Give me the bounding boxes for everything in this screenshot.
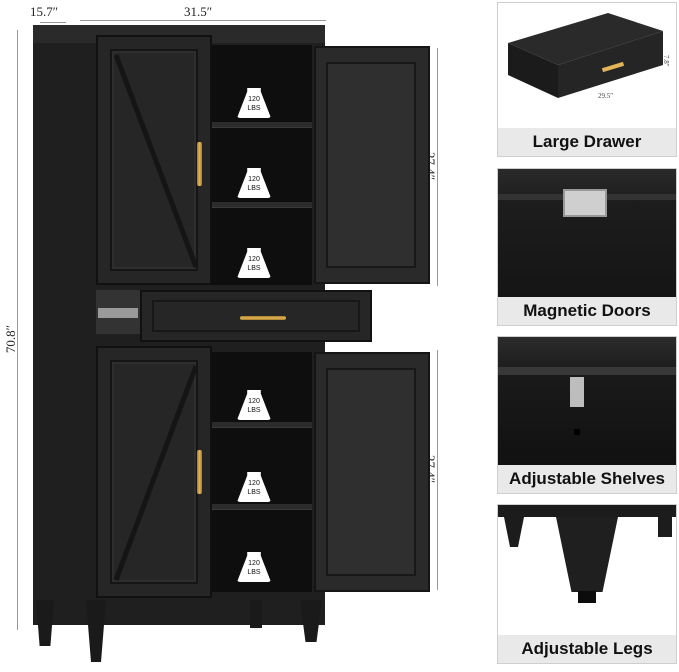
upper-dimension-line	[437, 48, 438, 286]
feature-magnetic-doors: Magnetic Doors	[497, 168, 677, 326]
feature-adjustable-shelves: Adjustable Shelves	[497, 336, 677, 494]
svg-text:29.5″: 29.5″	[598, 92, 613, 100]
feature-label: Adjustable Legs	[498, 635, 676, 663]
drawer-slide	[98, 308, 138, 318]
height-dimension-line	[17, 30, 18, 630]
barn-brace	[113, 54, 199, 268]
door-panel	[326, 62, 416, 268]
feature-label: Adjustable Shelves	[498, 465, 676, 493]
width-dimension-line	[80, 20, 326, 21]
depth-dimension: 15.7″	[30, 4, 59, 19]
feature-label: Magnetic Doors	[498, 297, 676, 325]
door-panel	[326, 368, 416, 576]
upper-shelf-2	[212, 202, 312, 208]
upper-right-door-open	[314, 46, 430, 284]
drawer-handle	[240, 316, 286, 320]
drawer-drawing: 29.5″ 7.8″	[508, 13, 670, 100]
leg-right	[658, 517, 672, 537]
magnet-catch	[563, 189, 607, 217]
feature-label: Large Drawer	[498, 128, 676, 156]
lower-shelf-2	[212, 504, 312, 510]
upper-left-door	[96, 35, 212, 285]
door-panel	[110, 49, 199, 271]
upper-shelf-1	[212, 122, 312, 128]
lower-shelf-1	[212, 422, 312, 428]
barn-brace	[113, 365, 199, 581]
shelf-bracket-photo	[498, 337, 676, 465]
drawer-front	[140, 290, 372, 342]
lower-door-handle	[197, 450, 202, 494]
feature-adjustable-legs: Adjustable Legs	[497, 504, 677, 664]
width-dimension: 31.5″	[184, 4, 213, 19]
door-panel	[110, 360, 199, 584]
shelf-bracket	[570, 377, 584, 407]
feature-large-drawer: 29.5″ 7.8″ Large Drawer	[497, 2, 677, 157]
cabinet-leg	[36, 600, 54, 646]
cabinet-base	[498, 505, 676, 517]
cabinet-leg	[86, 600, 106, 662]
cabinet-leg	[250, 600, 262, 628]
lower-interior	[212, 352, 312, 592]
svg-text:7.8″: 7.8″	[662, 55, 670, 67]
shelf-peg-hole	[574, 429, 580, 435]
lower-left-door	[96, 346, 212, 598]
leg-left	[504, 517, 524, 547]
drawer-illustration: 29.5″ 7.8″	[498, 3, 676, 128]
magnetic-door-photo	[498, 169, 676, 297]
shelf-edge	[498, 367, 676, 375]
depth-dimension-line	[40, 22, 66, 23]
lower-right-door-open	[314, 352, 430, 592]
cabinet-leg	[300, 600, 322, 642]
upper-interior	[212, 45, 312, 285]
upper-door-handle	[197, 142, 202, 186]
lower-dimension-line	[437, 350, 438, 590]
leg-center	[556, 517, 618, 592]
drawer-panel	[152, 300, 360, 332]
leveling-foot	[578, 591, 596, 603]
leg-photo	[498, 505, 676, 635]
height-dimension: 70.8″	[3, 325, 18, 354]
